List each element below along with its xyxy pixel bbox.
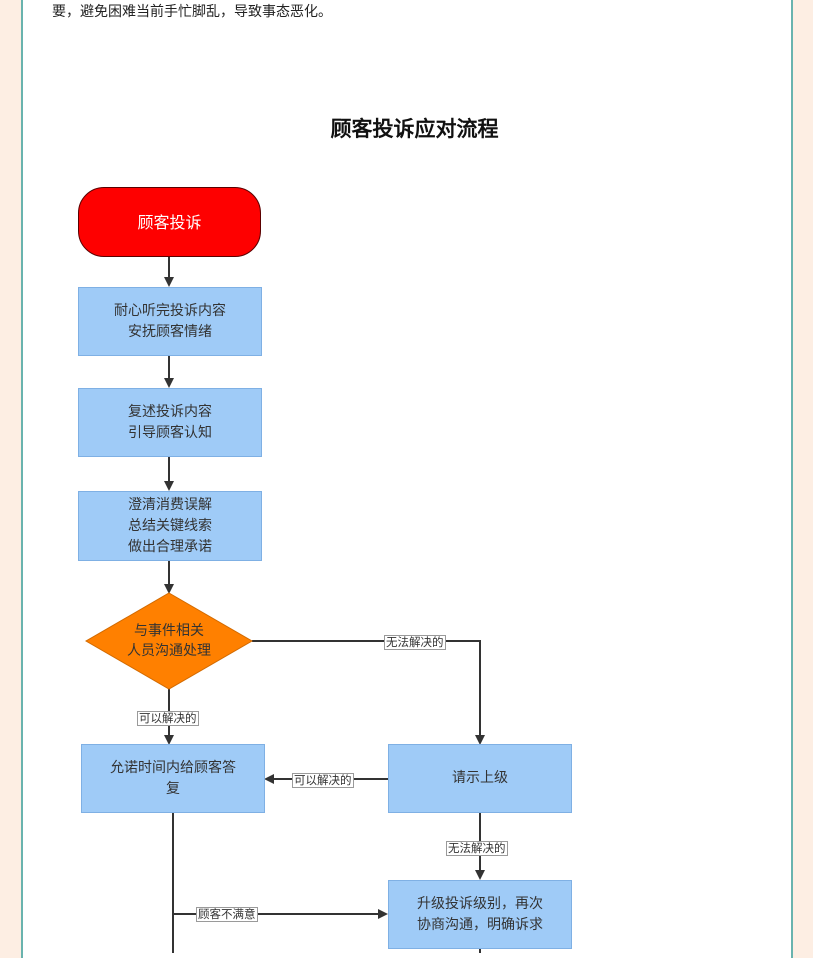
upgrade-node: 升级投诉级别，再次 协商沟通，明确诉求 (388, 880, 572, 949)
decision-node: 与事件相关 人员沟通处理 (127, 623, 211, 659)
flowchart-title: 顾客投诉应对流程 (330, 117, 499, 141)
edge-label-can-resolve-1: 可以解决的 (137, 711, 199, 726)
edge-label-not-satisfied: 顾客不满意 (196, 907, 258, 922)
intro-text: 要，避免困难当前手忙脚乱，导致事态恶化。 (52, 4, 332, 20)
start-node: 顾客投诉 (78, 187, 261, 257)
escalate-node: 请示上级 (388, 744, 572, 813)
edge-label-can-resolve-2: 可以解决的 (292, 773, 354, 788)
edge-label-cannot-resolve-2: 无法解决的 (446, 841, 508, 856)
step-clarify: 澄清消费误解 总结关键线索 做出合理承诺 (78, 491, 262, 561)
edge-label-cannot-resolve-1: 无法解决的 (384, 635, 446, 650)
step-listen: 耐心听完投诉内容 安抚顾客情绪 (78, 287, 262, 356)
reply-node: 允诺时间内给顾客答 复 (81, 744, 265, 813)
decision-diamond-shape (85, 592, 253, 690)
edge-decision-escalate (252, 640, 485, 745)
step-restate: 复述投诉内容 引导顾客认知 (78, 388, 262, 457)
